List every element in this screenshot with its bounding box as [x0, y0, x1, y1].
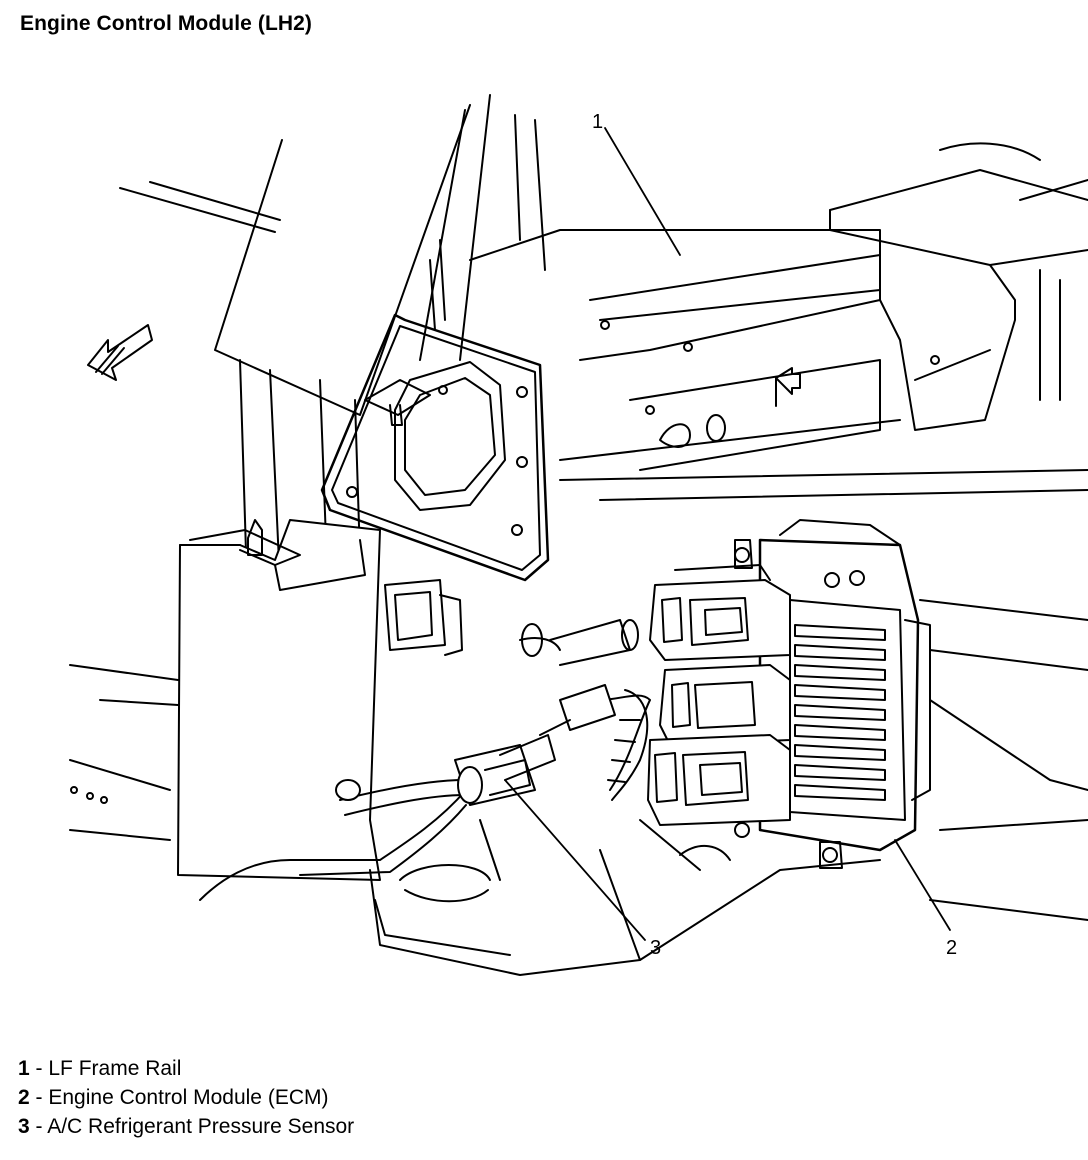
- callout-2: 2: [946, 937, 957, 959]
- legend-number: 3: [18, 1115, 30, 1138]
- legend-separator: -: [29, 1057, 49, 1080]
- leader-line-3: [504, 779, 646, 941]
- mount-tab: [384, 579, 463, 656]
- legend-number: 2: [18, 1086, 30, 1109]
- legend-label: LF Frame Rail: [48, 1057, 182, 1080]
- component-diagram: 1 2 3: [69, 94, 1088, 976]
- legend-item-3: 3 - A/C Refrigerant Pressure Sensor: [18, 1112, 354, 1141]
- callout-numbers: 1 2 3: [592, 111, 957, 959]
- legend-label: Engine Control Module (ECM): [48, 1086, 329, 1109]
- ac-pressure-sensor: [454, 684, 616, 806]
- lf-frame-rail: [469, 229, 1088, 501]
- legend-label: A/C Refrigerant Pressure Sensor: [47, 1115, 355, 1138]
- fender-panel: [69, 94, 491, 841]
- leader-line-2: [894, 839, 951, 931]
- wiring-harness: [199, 619, 651, 901]
- engine-control-module: [734, 519, 931, 869]
- ecm-connectors: [647, 564, 791, 826]
- callout-3: 3: [650, 937, 661, 959]
- crossmember-bracket: [829, 142, 1088, 431]
- legend-item-2: 2 - Engine Control Module (ECM): [18, 1083, 354, 1112]
- ecm-heat-sink-fins: [794, 624, 886, 801]
- legend-number: 1: [18, 1057, 30, 1080]
- callout-1: 1: [592, 111, 603, 133]
- forward-arrow-icon: [87, 324, 153, 381]
- shield-bracket: [177, 519, 381, 881]
- lower-chassis: [369, 599, 1088, 976]
- leader-line-1: [604, 127, 681, 256]
- mounting-plate: [320, 313, 550, 582]
- page-title: Engine Control Module (LH2): [20, 12, 313, 35]
- legend: 1 - LF Frame Rail 2 - Engine Control Mod…: [18, 1054, 354, 1141]
- legend-separator: -: [29, 1115, 48, 1138]
- legend-item-1: 1 - LF Frame Rail: [18, 1054, 354, 1083]
- legend-separator: -: [29, 1086, 49, 1109]
- leader-lines: [504, 127, 951, 941]
